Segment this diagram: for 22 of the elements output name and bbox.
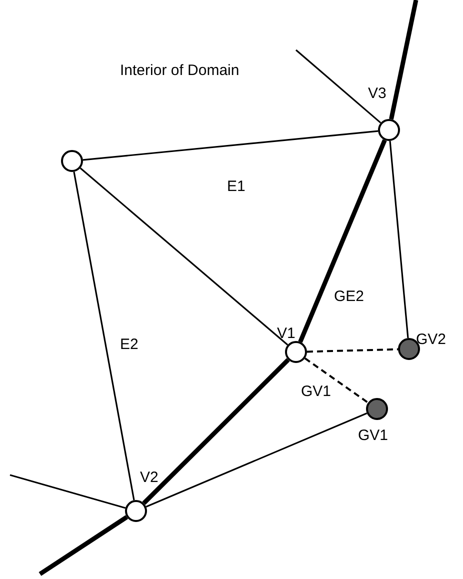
region-label: GV1 [301,384,332,399]
region-label: E2 [120,337,138,352]
edge-line [306,348,398,353]
region-label: Interior of Domain [120,63,240,78]
edge-line [38,515,128,576]
vertex-label: V2 [140,470,158,485]
edge-line [82,130,378,161]
region-label: E1 [227,179,246,194]
edge-line [389,140,409,338]
edge-line [10,474,126,509]
vertex-label: GV2 [416,332,446,347]
edge-line [80,168,288,346]
edge-line [146,412,368,508]
vertex-label: GV1 [358,428,388,443]
vertex-label: V1 [277,326,296,341]
edge-line [73,172,135,500]
edge-line [295,49,382,124]
edge-line [142,358,290,505]
vertex-label: V3 [368,86,386,101]
edge-line [298,139,387,343]
edge-line [389,0,418,120]
region-label: GE2 [334,289,364,304]
